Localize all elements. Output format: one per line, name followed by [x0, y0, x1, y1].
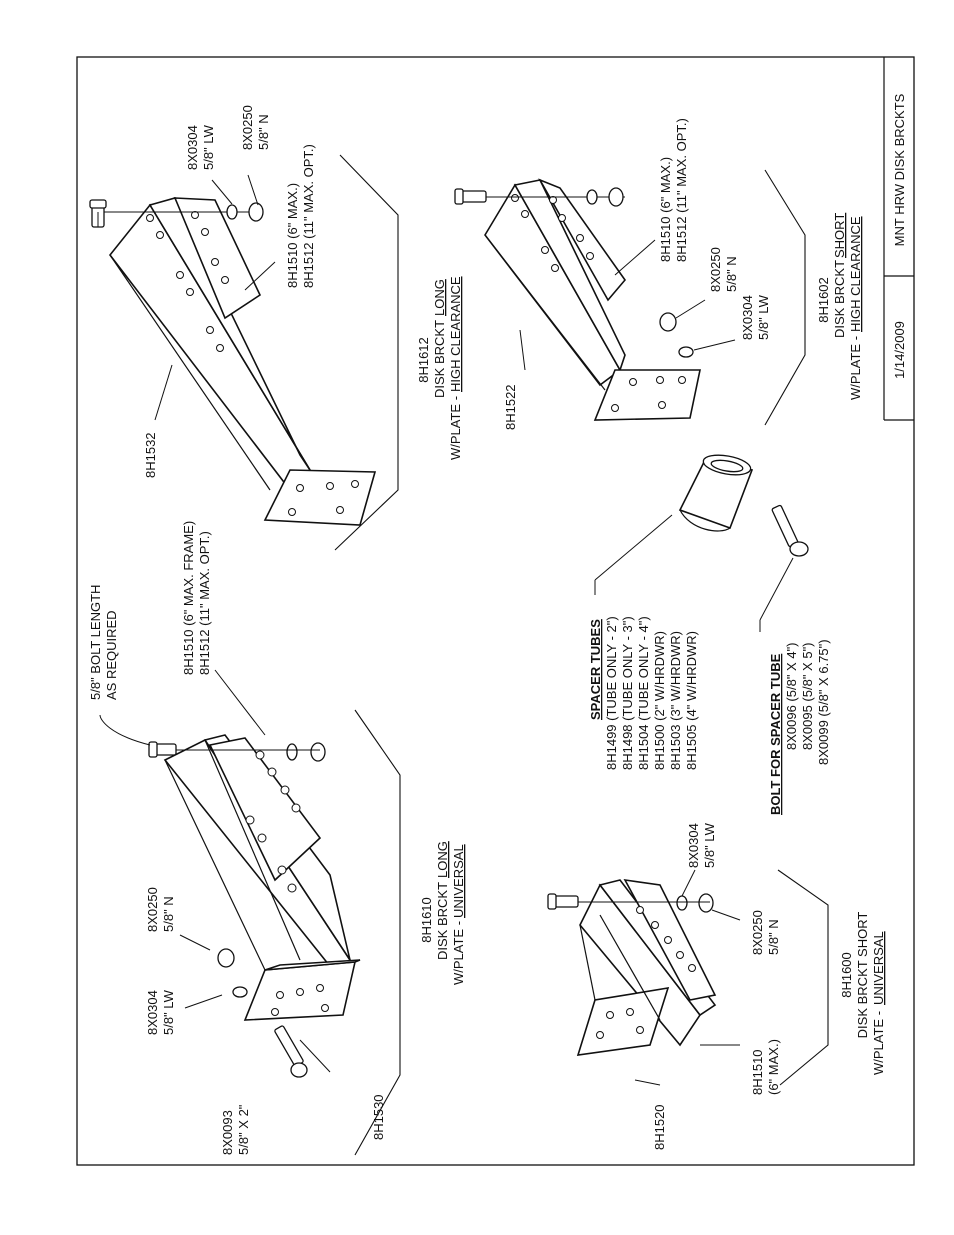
label-8h1610: 8H1610 — [419, 897, 434, 943]
assembly-long-high-clearance: 8X0304 5/8" LW 8X0250 5/8" N 8H1510 (6" … — [89, 105, 463, 551]
callout-lu-lw-1: 8X0304 — [145, 990, 160, 1035]
callout-lh-nut-2: 5/8" N — [256, 114, 271, 150]
label-short-universal-line2-emph: UNIVERSAL — [871, 931, 886, 1005]
spacer-bolt-item-2: 8X0095 (5/8" X 5") — [800, 642, 815, 750]
label-long-high-line2: W/PLATE - — [448, 396, 463, 460]
bolt-sh-icon — [454, 188, 487, 205]
callout-su-frame-2: (6" MAX.) — [766, 1039, 781, 1095]
washer-lu-icon — [286, 743, 298, 761]
bolt-lu-main-icon — [148, 741, 177, 758]
bracket-long-high-drawing — [108, 197, 377, 526]
nut-8x0250-lu-icon — [217, 948, 235, 968]
label-short-high-line1: DISK BRCKT — [832, 260, 847, 338]
label-long-high-line1-emph: LONG — [432, 279, 447, 316]
spacer-bolt-item-1: 8X0096 (5/8" X 4") — [784, 642, 799, 750]
label-short-high-line2-emph: HIGH CLEARANCE — [848, 216, 863, 332]
spacer-tube-group: SPACER TUBES 8H1499 (TUBE ONLY - 2") 8H1… — [588, 454, 754, 770]
callout-lu-nut-2: 5/8" N — [161, 896, 176, 932]
callout-lu-bolt-2: 5/8" X 2" — [236, 1104, 251, 1155]
callout-lh-lw-2: 5/8" LW — [201, 124, 216, 170]
assembly-long-universal: 5/8" BOLT LENGTH AS REQUIRED 8H1510 (6" … — [88, 521, 466, 1156]
assembly-short-high-clearance: 8H1510 (6" MAX.) 8H1512 (11" MAX. OPT.) … — [454, 118, 863, 430]
callout-sh-lw-1: 8X0304 — [740, 295, 755, 340]
bolt-8x0093-icon — [274, 1025, 308, 1078]
title-date: 1/14/2009 — [892, 321, 907, 379]
callout-lu-frame-1: 8H1510 (6" MAX. FRAME) — [181, 521, 196, 675]
lockwasher-8x0304-sh-icon — [678, 346, 694, 358]
label-long-universal-line2-emph: UNIVERSAL — [451, 844, 466, 918]
nut-lu-icon — [310, 742, 326, 762]
spacer-tube-item-1: 8H1499 (TUBE ONLY - 2") — [604, 616, 619, 770]
label-long-universal-line1: DISK BRCKT — [435, 882, 450, 960]
nut-sh-icon — [608, 187, 624, 207]
nut-su-icon — [698, 893, 714, 913]
callout-sh-lw-2: 5/8" LW — [756, 294, 771, 340]
label-long-high-line1: DISK BRCKT — [432, 320, 447, 398]
callout-su-nut-2: 5/8" N — [766, 919, 781, 955]
assembly-short-universal: 8X0304 5/8" LW 8X0250 5/8" N 8H1510 (6" … — [547, 822, 886, 1150]
spacer-tube-icon — [678, 454, 754, 532]
spacer-tube-item-2: 8H1498 (TUBE ONLY - 3") — [620, 616, 635, 770]
label-long-universal-line1-emph: LONG — [435, 841, 450, 878]
spacer-bolt-heading: BOLT FOR SPACER TUBE — [768, 653, 783, 815]
nut-8x0250-sh-icon — [659, 312, 677, 332]
callout-sh-nut-2: 5/8" N — [724, 256, 739, 292]
label-short-universal-line2: W/PLATE - — [871, 1011, 886, 1075]
callout-lu-plate: 8H1530 — [371, 1094, 386, 1140]
label-long-high-line2-emph: HIGH CLEARANCE — [448, 276, 463, 392]
drawing-border — [76, 56, 915, 1166]
label-8h1600: 8H1600 — [839, 952, 854, 998]
callout-sh-nut-1: 8X0250 — [708, 247, 723, 292]
drawing-title: MNT HRW DISK BRCKTS — [892, 93, 907, 246]
callout-lu-lw-2: 5/8" LW — [161, 989, 176, 1035]
callout-lu-bolt-length-2: AS REQUIRED — [104, 610, 119, 700]
spacer-bolt-group: BOLT FOR SPACER TUBE 8X0096 (5/8" X 4") … — [759, 504, 831, 815]
bolt-su-icon — [547, 893, 579, 910]
callout-su-lw-2: 5/8" LW — [702, 822, 717, 868]
callout-su-frame-1: 8H1510 — [750, 1049, 765, 1095]
spacer-tube-item-6: 8H1505 (4" W/HRDWR) — [684, 631, 699, 770]
callout-sh-frame-2: 8H1512 (11" MAX. OPT.) — [674, 118, 689, 262]
lockwasher-8x0304-lu-icon — [232, 986, 248, 998]
callout-su-nut-1: 8X0250 — [750, 910, 765, 955]
callout-su-lw-1: 8X0304 — [686, 823, 701, 868]
spacer-tubes-heading: SPACER TUBES — [588, 619, 603, 720]
callout-lh-frame-1: 8H1510 (6" MAX.) — [285, 183, 300, 288]
bracket-long-universal-drawing — [163, 734, 361, 1021]
callout-su-plate: 8H1520 — [652, 1104, 667, 1150]
spacer-tube-item-5: 8H1503 (3" W/HRDWR) — [668, 631, 683, 770]
callout-lh-plate: 8H1532 — [143, 432, 158, 478]
callout-sh-plate: 8H1522 — [503, 384, 518, 430]
label-8h1612: 8H1612 — [416, 337, 431, 383]
callout-lu-frame-2: 8H1512 (11" MAX. OPT.) — [197, 531, 212, 675]
bracket-short-high-drawing — [484, 178, 701, 421]
label-short-high-line1-emph: SHORT — [832, 213, 847, 258]
title-block: 1/14/2009 MNT HRW DISK BRCKTS — [883, 57, 914, 421]
spacer-tube-item-4: 8H1500 (2" W/HRDWR) — [652, 631, 667, 770]
lockwasher-su-icon — [676, 895, 688, 911]
callout-lh-lw-1: 8X0304 — [185, 125, 200, 170]
bracket-short-universal-drawing — [576, 878, 717, 1056]
callout-lh-frame-2: 8H1512 (11" MAX. OPT.) — [301, 144, 316, 288]
callout-lu-bolt-1: 8X0093 — [220, 1110, 235, 1155]
callout-lu-nut-1: 8X0250 — [145, 887, 160, 932]
label-long-universal-line2: W/PLATE - — [451, 921, 466, 985]
label-8h1602: 8H1602 — [816, 277, 831, 323]
label-short-high-line2: W/PLATE - — [848, 336, 863, 400]
nut-lh-icon — [248, 202, 264, 222]
callout-lu-bolt-length-1: 5/8" BOLT LENGTH — [88, 585, 103, 700]
spacer-tube-item-3: 8H1504 (TUBE ONLY - 4") — [636, 616, 651, 770]
callout-sh-frame-1: 8H1510 (6" MAX.) — [658, 157, 673, 262]
lockwasher-lh-icon — [226, 204, 238, 220]
spacer-bolt-icon — [771, 504, 809, 557]
spacer-bolt-item-3: 8X0099 (5/8" X 6.75") — [816, 639, 831, 765]
label-short-universal-line1: DISK BRCKT SHORT — [855, 912, 870, 1039]
lockwasher-sh-icon — [586, 189, 598, 205]
callout-lh-nut-1: 8X0250 — [240, 105, 255, 150]
